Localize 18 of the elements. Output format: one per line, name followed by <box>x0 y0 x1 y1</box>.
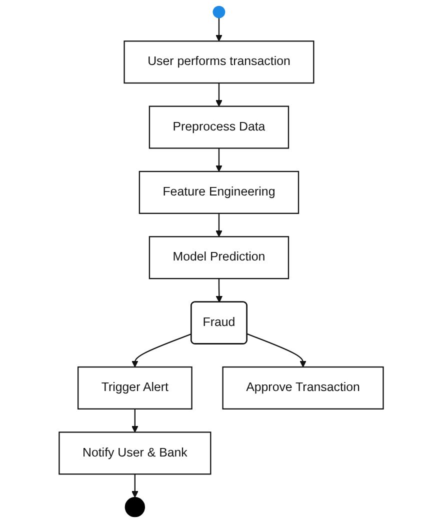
arrow <box>216 278 223 303</box>
node-box: Approve Transaction <box>222 366 384 410</box>
node-circle <box>213 6 226 18</box>
node-box: Feature Engineering <box>139 170 300 214</box>
arrow <box>216 148 223 172</box>
node-box: User performs transaction <box>124 40 315 84</box>
arrow <box>132 474 139 498</box>
node-box: Notify User & Bank <box>58 432 212 475</box>
node-box: Preprocess Data <box>149 106 290 149</box>
arrow <box>247 333 307 368</box>
arrow <box>132 333 192 368</box>
arrow <box>216 213 223 237</box>
arrow <box>132 408 139 432</box>
node-box: Model Prediction <box>149 236 290 280</box>
arrow <box>216 18 223 42</box>
node-circle <box>125 497 146 518</box>
node-box: Trigger Alert <box>78 366 193 410</box>
arrow <box>216 83 223 107</box>
